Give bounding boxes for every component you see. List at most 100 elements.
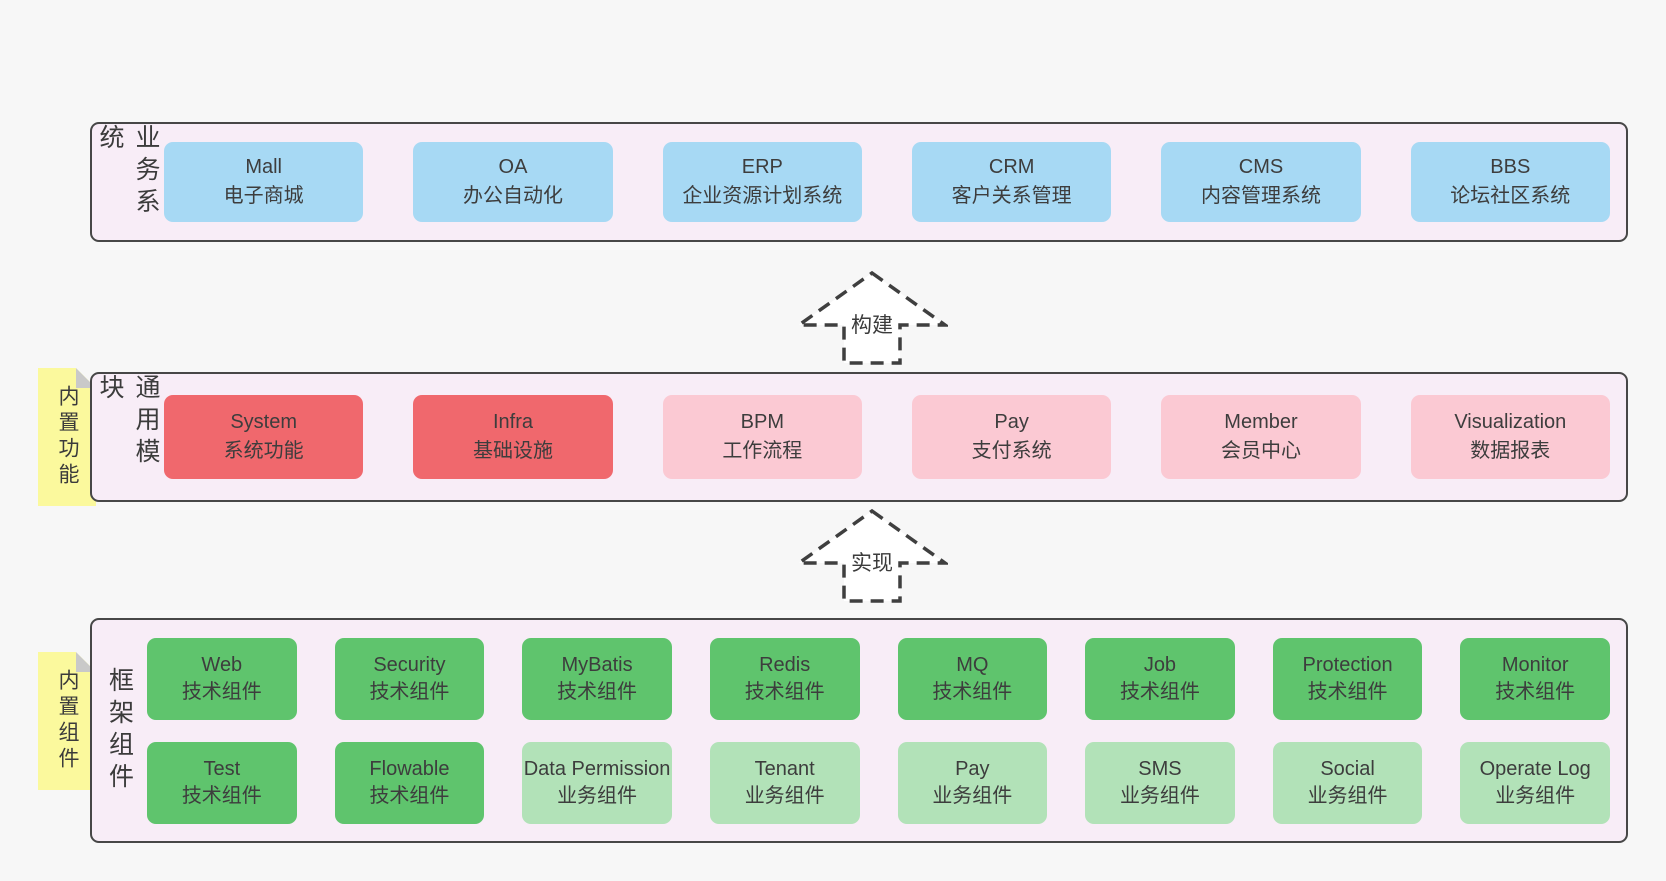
box-title: Social <box>1320 757 1375 780</box>
box-title: CMS <box>1238 156 1284 178</box>
component-box-protection: Protection 技术组件 <box>1272 637 1423 720</box>
implement-arrow: 实现 <box>796 508 948 604</box>
box-subtitle: 办公自动化 <box>462 185 563 207</box>
box-subtitle: 技术组件 <box>181 680 262 703</box>
common-modules-panel: 通用模块 System 系统功能 Infra 基础设施 BPM 工作流程 Pay… <box>90 372 1628 502</box>
component-box-monitor: Monitor 技术组件 <box>1460 637 1610 720</box>
sticky-note-label: 内置组件 <box>56 669 79 773</box>
box-title: Flowable <box>369 757 450 780</box>
box-title: Web <box>201 653 243 676</box>
box-title: ERP <box>741 156 783 178</box>
box-title: Protection <box>1302 653 1393 676</box>
component-row-2: Test 技术组件 Flowable 技术组件 Data Permission … <box>147 741 1610 824</box>
box-title: Monitor <box>1501 653 1569 676</box>
box-title: BPM <box>740 411 784 433</box>
box-title: Pay <box>955 757 990 780</box>
business-box-cms: CMS 内容管理系统 <box>1161 142 1361 222</box>
box-subtitle: 内容管理系统 <box>1200 185 1321 207</box>
component-box-social: Social 业务组件 <box>1272 741 1423 824</box>
module-box-pay: Pay 支付系统 <box>911 395 1112 479</box>
framework-components-panel: 框架组件 Web 技术组件 Security 技术组件 MyBatis 技术组件… <box>90 618 1628 843</box>
box-title: SMS <box>1138 757 1182 780</box>
box-subtitle: 业务组件 <box>1495 784 1576 807</box>
box-title: Security <box>373 653 446 676</box>
box-title: MyBatis <box>561 653 633 676</box>
box-subtitle: 工作流程 <box>722 440 803 462</box>
box-subtitle: 企业资源计划系统 <box>682 185 843 207</box>
box-subtitle: 基础设施 <box>472 440 553 462</box>
business-box-bbs: BBS 论坛社区系统 <box>1410 142 1610 222</box>
module-box-bpm: BPM 工作流程 <box>662 395 862 479</box>
module-box-visualization: Visualization 数据报表 <box>1410 395 1610 479</box>
box-title: BBS <box>1490 156 1531 178</box>
box-title: Visualization <box>1454 411 1567 433</box>
business-boxes: Mall 电子商城 OA 办公自动化 ERP 企业资源计划系统 CRM 客户关系… <box>164 124 1626 240</box>
module-box-system: System 系统功能 <box>164 395 364 479</box>
component-box-test: Test 技术组件 <box>147 741 297 824</box>
component-box-security: Security 技术组件 <box>334 637 485 720</box>
component-box-data-permission: Data Permission 业务组件 <box>522 741 672 824</box>
implement-arrow-label: 实现 <box>848 546 896 578</box>
sticky-note-label: 内置功能 <box>56 385 79 489</box>
box-subtitle: 业务组件 <box>557 784 638 807</box>
build-arrow-label: 构建 <box>848 308 896 340</box>
panel-label-common-modules: 通用模块 <box>96 374 160 470</box>
business-box-oa: OA 办公自动化 <box>413 142 613 222</box>
box-title: Mall <box>245 156 282 178</box>
box-subtitle: 系统功能 <box>223 440 304 462</box>
module-box-infra: Infra 基础设施 <box>413 395 613 479</box>
box-subtitle: 业务组件 <box>744 784 825 807</box>
component-box-pay: Pay 业务组件 <box>897 741 1048 824</box>
box-title: MQ <box>956 653 989 676</box>
component-box-mq: MQ 技术组件 <box>897 637 1048 720</box>
box-subtitle: 技术组件 <box>744 680 825 703</box>
box-subtitle: 技术组件 <box>1495 680 1576 703</box>
box-title: CRM <box>988 156 1035 178</box>
component-box-web: Web 技术组件 <box>147 637 297 720</box>
box-subtitle: 技术组件 <box>369 784 450 807</box>
panel-label-framework-components: 框架组件 <box>105 666 134 795</box>
business-box-erp: ERP 企业资源计划系统 <box>662 142 862 222</box>
box-subtitle: 技术组件 <box>1119 680 1200 703</box>
component-box-job: Job 技术组件 <box>1085 637 1235 720</box>
box-title: Test <box>203 757 241 780</box>
box-subtitle: 支付系统 <box>971 440 1052 462</box>
component-box-flowable: Flowable 技术组件 <box>334 741 485 824</box>
box-title: Infra <box>492 411 533 433</box>
box-title: Redis <box>759 653 811 676</box>
business-box-mall: Mall 电子商城 <box>164 142 364 222</box>
component-box-tenant: Tenant 业务组件 <box>709 741 860 824</box>
business-box-crm: CRM 客户关系管理 <box>911 142 1112 222</box>
business-systems-panel: 业务系统 Mall 电子商城 OA 办公自动化 ERP 企业资源计划系统 CRM… <box>90 122 1628 242</box>
module-boxes: System 系统功能 Infra 基础设施 BPM 工作流程 Pay 支付系统… <box>164 374 1626 500</box>
box-subtitle: 业务组件 <box>932 784 1013 807</box>
box-subtitle: 业务组件 <box>1119 784 1200 807</box>
component-box-operate-log: Operate Log 业务组件 <box>1460 741 1610 824</box>
box-title: Member <box>1224 411 1298 433</box>
box-subtitle: 电子商城 <box>223 185 304 207</box>
box-subtitle: 论坛社区系统 <box>1450 185 1571 207</box>
box-title: Job <box>1143 653 1177 676</box>
box-title: Operate Log <box>1479 757 1591 780</box>
box-subtitle: 技术组件 <box>557 680 638 703</box>
box-subtitle: 技术组件 <box>181 784 262 807</box>
box-title: Pay <box>994 411 1029 433</box>
box-subtitle: 技术组件 <box>369 680 450 703</box>
box-title: Tenant <box>754 757 815 780</box>
box-title: Data Permission <box>523 757 671 780</box>
module-box-member: Member 会员中心 <box>1161 395 1361 479</box>
panel-label-business-systems: 业务系统 <box>96 124 160 220</box>
box-subtitle: 会员中心 <box>1220 440 1301 462</box>
component-box-sms: SMS 业务组件 <box>1085 741 1235 824</box>
box-title: System <box>230 411 297 433</box>
box-title: OA <box>498 156 528 178</box>
box-subtitle: 业务组件 <box>1307 784 1388 807</box>
component-box-redis: Redis 技术组件 <box>709 637 860 720</box>
build-arrow: 构建 <box>796 270 948 366</box>
component-box-mybatis: MyBatis 技术组件 <box>522 637 672 720</box>
box-subtitle: 客户关系管理 <box>951 185 1072 207</box>
sticky-note-built-in-features: 内置功能 <box>38 368 96 506</box>
box-subtitle: 数据报表 <box>1470 440 1551 462</box>
box-subtitle: 技术组件 <box>932 680 1013 703</box>
component-rows: Web 技术组件 Security 技术组件 MyBatis 技术组件 Redi… <box>147 620 1626 841</box>
